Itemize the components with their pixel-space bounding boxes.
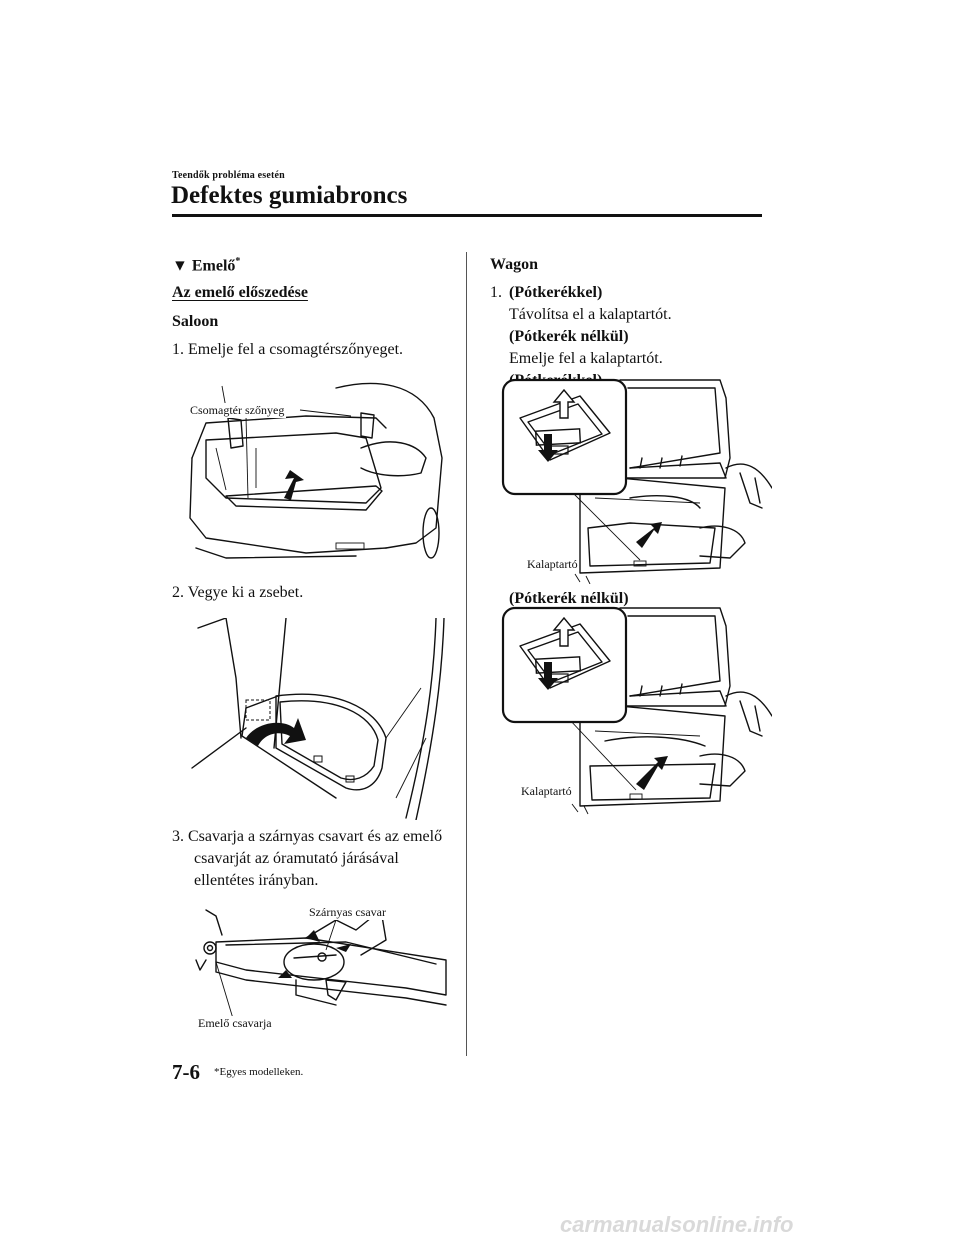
jack-removal-subheading: Az emelő előszedése	[172, 284, 308, 301]
callout-cargo-cover-1: Kalaptartó	[527, 557, 578, 572]
column-divider	[466, 252, 467, 1056]
option-without-spare: (Pótkerék nélkül)	[509, 328, 629, 345]
option-with-spare: (Pótkerékkel)	[509, 284, 603, 301]
callout-cargo-cover-2: Kalaptartó	[521, 784, 572, 799]
page-number: 7-6	[172, 1060, 200, 1084]
page-title: Defektes gumiabroncs	[171, 182, 408, 209]
saloon-step-2: 2. Vegye ki a zsebet.	[172, 584, 304, 601]
watermark: carmanualsonline.info	[560, 1212, 794, 1237]
wagon-label: Wagon	[490, 256, 539, 273]
optional-asterisk: *	[235, 256, 241, 267]
saloon-step-3-line1: 3. Csavarja a szárnyas csavart és az eme…	[172, 828, 443, 845]
callout-wing-bolt: Szárnyas csavar	[309, 905, 386, 920]
callout-trunk-mat: Csomagtér szőnyeg	[188, 403, 287, 418]
wagon-cargo-cover-illustration-1	[501, 378, 772, 584]
jack-heading: ▼ Emelő*	[172, 256, 240, 275]
wagon-step-1-number: 1.	[490, 284, 502, 301]
remove-cover-text: Távolítsa el a kalaptartót.	[509, 306, 672, 323]
pocket-illustration	[191, 618, 445, 820]
jack-illustration	[195, 909, 447, 1023]
triangle-marker: ▼	[172, 257, 188, 275]
wagon-cargo-cover-illustration-2	[501, 606, 772, 815]
title-rule	[172, 214, 762, 217]
figure-2-label: (Pótkerék nélkül)	[509, 590, 629, 607]
callout-jack-screw: Emelő csavarja	[198, 1016, 272, 1031]
saloon-label: Saloon	[172, 313, 219, 330]
section-label: Teendők probléma esetén	[172, 170, 285, 181]
saloon-step-3-line2: csavarját az óramutató járásával	[194, 850, 399, 867]
lift-cover-text: Emelje fel a kalaptartót.	[509, 350, 663, 367]
jack-heading-text: Emelő	[191, 257, 236, 275]
saloon-step-1: 1. Emelje fel a csomagtérszőnyeget.	[172, 341, 404, 358]
saloon-step-3-line3: ellentétes irányban.	[194, 872, 319, 889]
sedan-trunk-illustration	[189, 382, 443, 559]
footnote: *Egyes modelleken.	[214, 1066, 304, 1078]
